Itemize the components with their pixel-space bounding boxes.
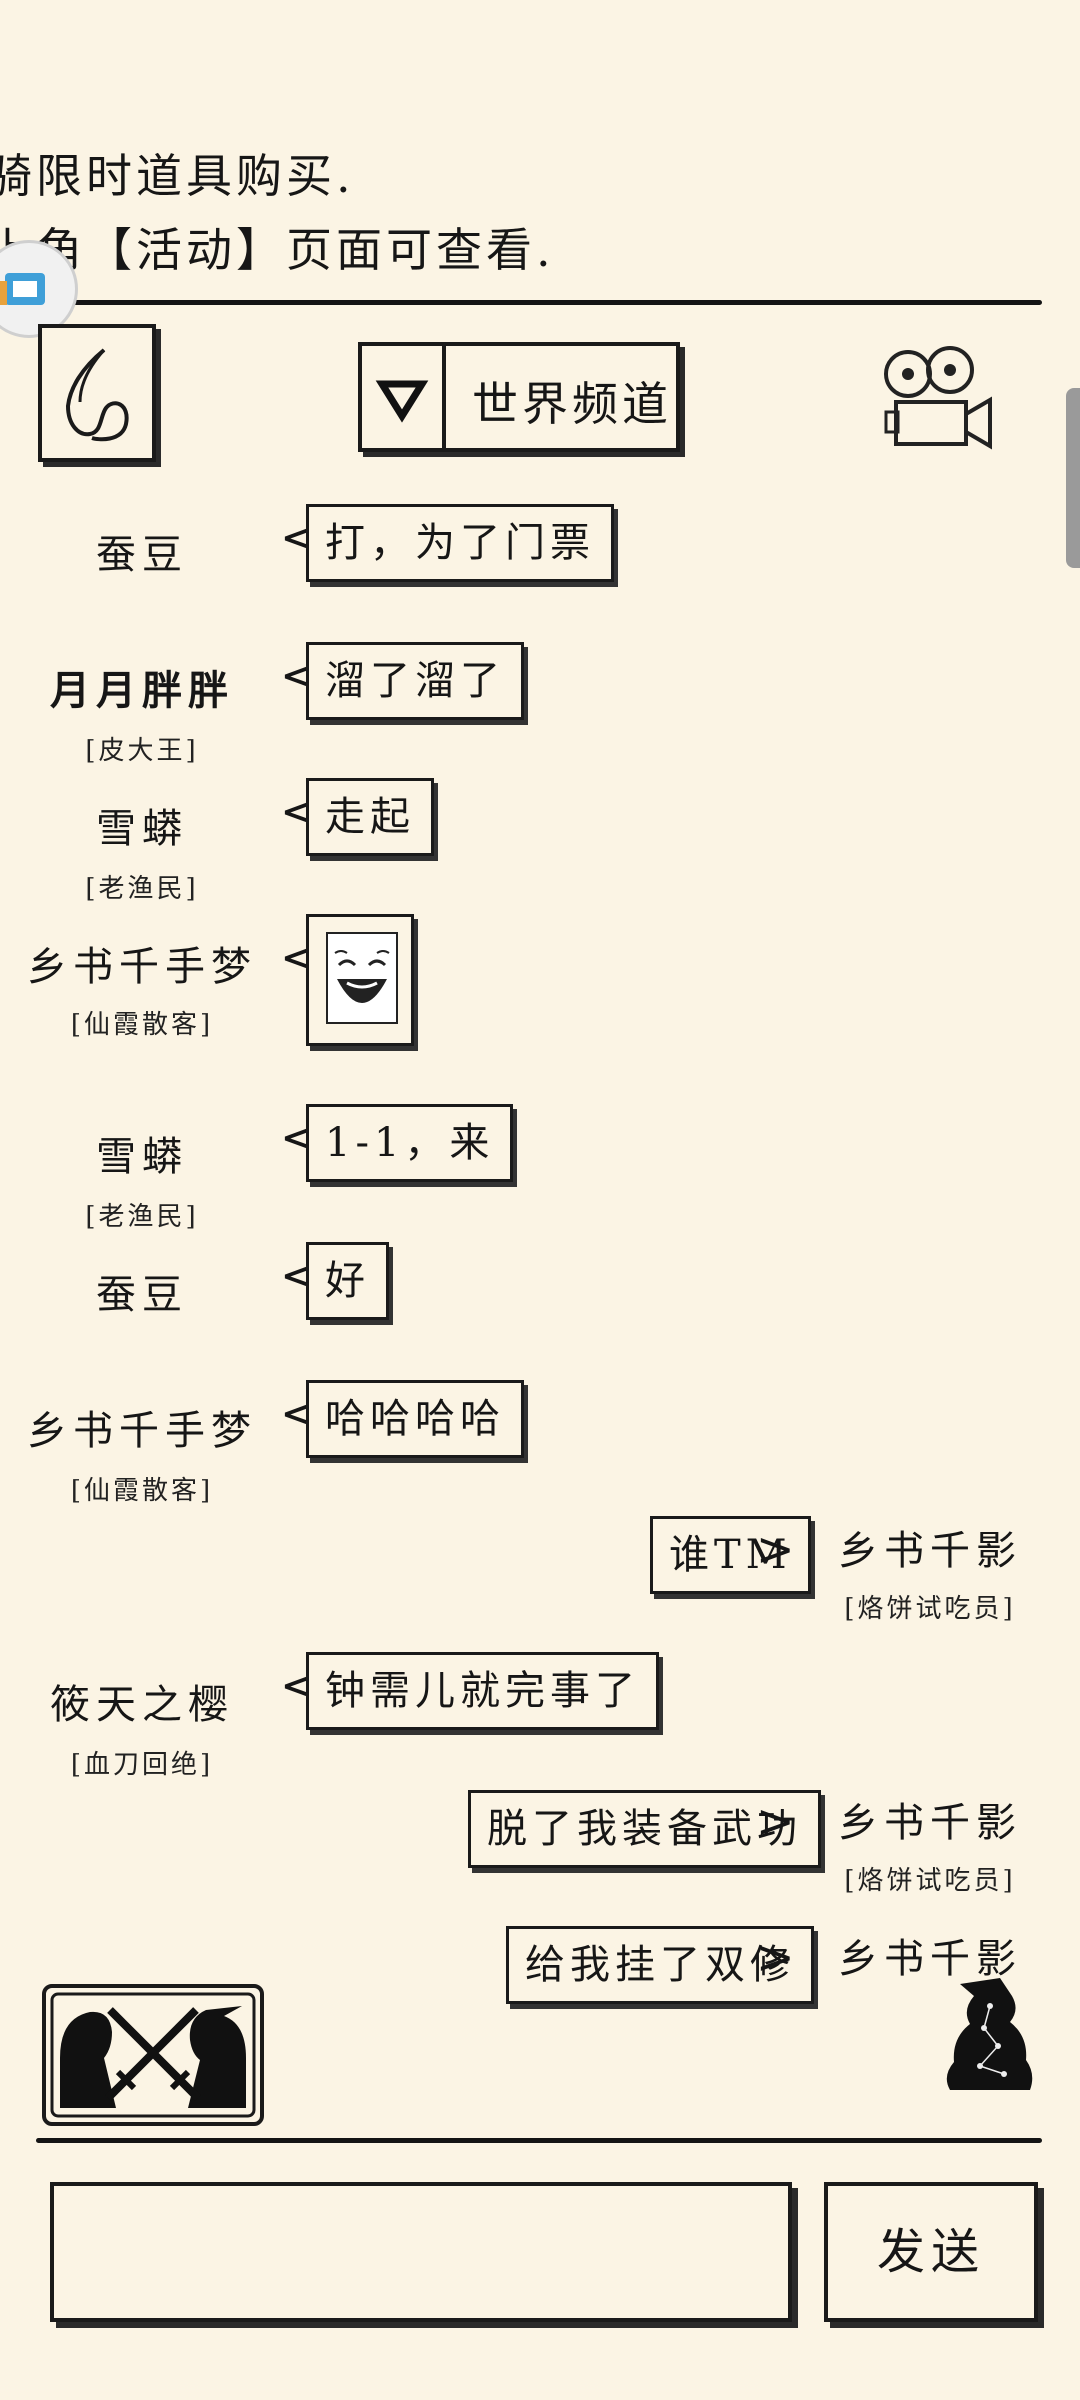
sender-title: [烙饼试吃员] xyxy=(844,1594,1016,1624)
chat-bubble: 脱了我装备武功 xyxy=(468,1790,821,1868)
character-button[interactable] xyxy=(940,1966,1040,2106)
sender-name[interactable]: 乡书千手梦 xyxy=(27,944,257,990)
record-button[interactable] xyxy=(880,340,998,460)
sender-name[interactable]: 雪蟒 xyxy=(96,1134,188,1180)
meditating-figure-icon xyxy=(946,1978,1033,2090)
sender-name[interactable]: 乡书千影 xyxy=(838,1528,1022,1574)
chat-bubble: 哈哈哈哈 xyxy=(306,1380,524,1458)
back-arrow-icon xyxy=(65,348,129,442)
crossed-swords-duel-icon xyxy=(50,1992,256,2118)
channel-selector[interactable]: 世界频道 xyxy=(358,342,680,452)
chat-bubble: 走起 xyxy=(306,778,434,856)
sender-name[interactable]: 雪蟒 xyxy=(96,806,188,852)
sender-name[interactable]: 蚕豆 xyxy=(96,532,188,578)
bubble-tail-icon: > xyxy=(756,1522,795,1576)
sender-title: [皮大王] xyxy=(85,736,199,766)
footer-divider xyxy=(36,2138,1042,2143)
sender-title: [老渔民] xyxy=(85,1202,199,1232)
sender-name[interactable]: 乡书千影 xyxy=(838,1936,1022,1982)
bubble-tail-icon: > xyxy=(756,1794,795,1848)
sender-name[interactable]: 乡书千手梦 xyxy=(27,1408,257,1454)
sender-title: [老渔民] xyxy=(85,874,199,904)
chat-input[interactable] xyxy=(50,2182,792,2322)
header-divider xyxy=(0,300,1042,305)
duel-button[interactable] xyxy=(42,1984,264,2126)
triangle-down-icon xyxy=(375,380,429,423)
chat-bubble: 打，为了门票 xyxy=(306,504,614,582)
edge-drawer-handle[interactable] xyxy=(1066,388,1080,568)
notice-line-2: 上角【活动】页面可查看. xyxy=(0,223,555,277)
sender-title: [血刀回绝] xyxy=(70,1750,214,1780)
sender-title: [仙霞散客] xyxy=(70,1476,214,1506)
laughing-face-emoji xyxy=(326,932,398,1024)
sender-name[interactable]: 乡书千影 xyxy=(838,1800,1022,1846)
back-button[interactable] xyxy=(38,324,156,462)
chat-bubble: 给我挂了双修 xyxy=(506,1926,814,2004)
notice-line-1: 骑限时道具购买. xyxy=(0,149,355,203)
sender-name[interactable]: 蚕豆 xyxy=(96,1272,188,1318)
chat-bubble: 谁TM xyxy=(650,1516,811,1594)
chat-bubble: 溜了溜了 xyxy=(306,642,524,720)
chat-bubble-emoji xyxy=(306,914,414,1046)
bubble-tail-icon: > xyxy=(756,1930,795,1984)
chat-bubble: 好 xyxy=(306,1242,389,1320)
sender-name[interactable]: 筱天之樱 xyxy=(50,1682,234,1728)
channel-dropdown-toggle[interactable] xyxy=(362,346,446,448)
app-shortcut-icon xyxy=(0,273,45,305)
sender-title: [烙饼试吃员] xyxy=(844,1866,1016,1896)
send-button[interactable]: 发送 xyxy=(824,2182,1038,2322)
sender-title: [仙霞散客] xyxy=(70,1010,214,1040)
floating-app-badge[interactable] xyxy=(0,240,78,338)
chat-bubble: 1-1，来 xyxy=(306,1104,514,1182)
channel-label: 世界频道 xyxy=(472,377,672,431)
film-camera-icon xyxy=(884,346,992,450)
chat-bubble: 钟需儿就完事了 xyxy=(306,1652,659,1730)
sender-name[interactable]: 月月胖胖 xyxy=(50,667,234,714)
